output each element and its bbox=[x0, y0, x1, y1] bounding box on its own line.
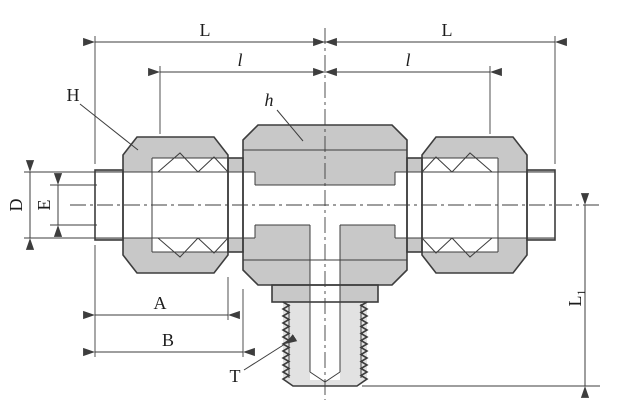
dim-label-h: h bbox=[265, 90, 274, 110]
dim-label-B: B bbox=[162, 330, 174, 350]
dim-label-L1-subscript: 1 bbox=[574, 290, 588, 296]
dim-label-A: A bbox=[154, 293, 167, 313]
dim-label-T: T bbox=[230, 366, 241, 386]
body-hex-outline bbox=[242, 124, 408, 286]
leader-T bbox=[243, 334, 298, 371]
leader-h bbox=[276, 109, 304, 142]
centerlines bbox=[70, 28, 600, 400]
dim-label-l-right: l bbox=[405, 50, 410, 70]
leader-H bbox=[79, 103, 139, 151]
leader-lines bbox=[79, 103, 304, 371]
dimension-labels: L L l l H h D E A B T L1 bbox=[6, 20, 588, 386]
right-nut-outline bbox=[421, 136, 528, 274]
tee-fitting-body bbox=[94, 124, 556, 387]
dim-label-E: E bbox=[34, 200, 54, 211]
right-collar-outline bbox=[526, 169, 556, 241]
dim-label-L-left: L bbox=[200, 20, 211, 40]
dim-label-L1: L1 bbox=[565, 290, 588, 307]
extension-lines bbox=[24, 36, 600, 387]
right-ferrules bbox=[421, 152, 493, 258]
left-ferrules bbox=[157, 152, 229, 258]
left-nut-outline bbox=[122, 136, 229, 274]
dim-label-L-right: L bbox=[442, 20, 453, 40]
dim-label-l-left: l bbox=[237, 50, 242, 70]
dim-label-L1-main: L bbox=[565, 296, 585, 307]
dim-label-H: H bbox=[67, 85, 80, 105]
dimension-lines bbox=[25, 37, 590, 398]
dim-label-D: D bbox=[6, 199, 26, 212]
